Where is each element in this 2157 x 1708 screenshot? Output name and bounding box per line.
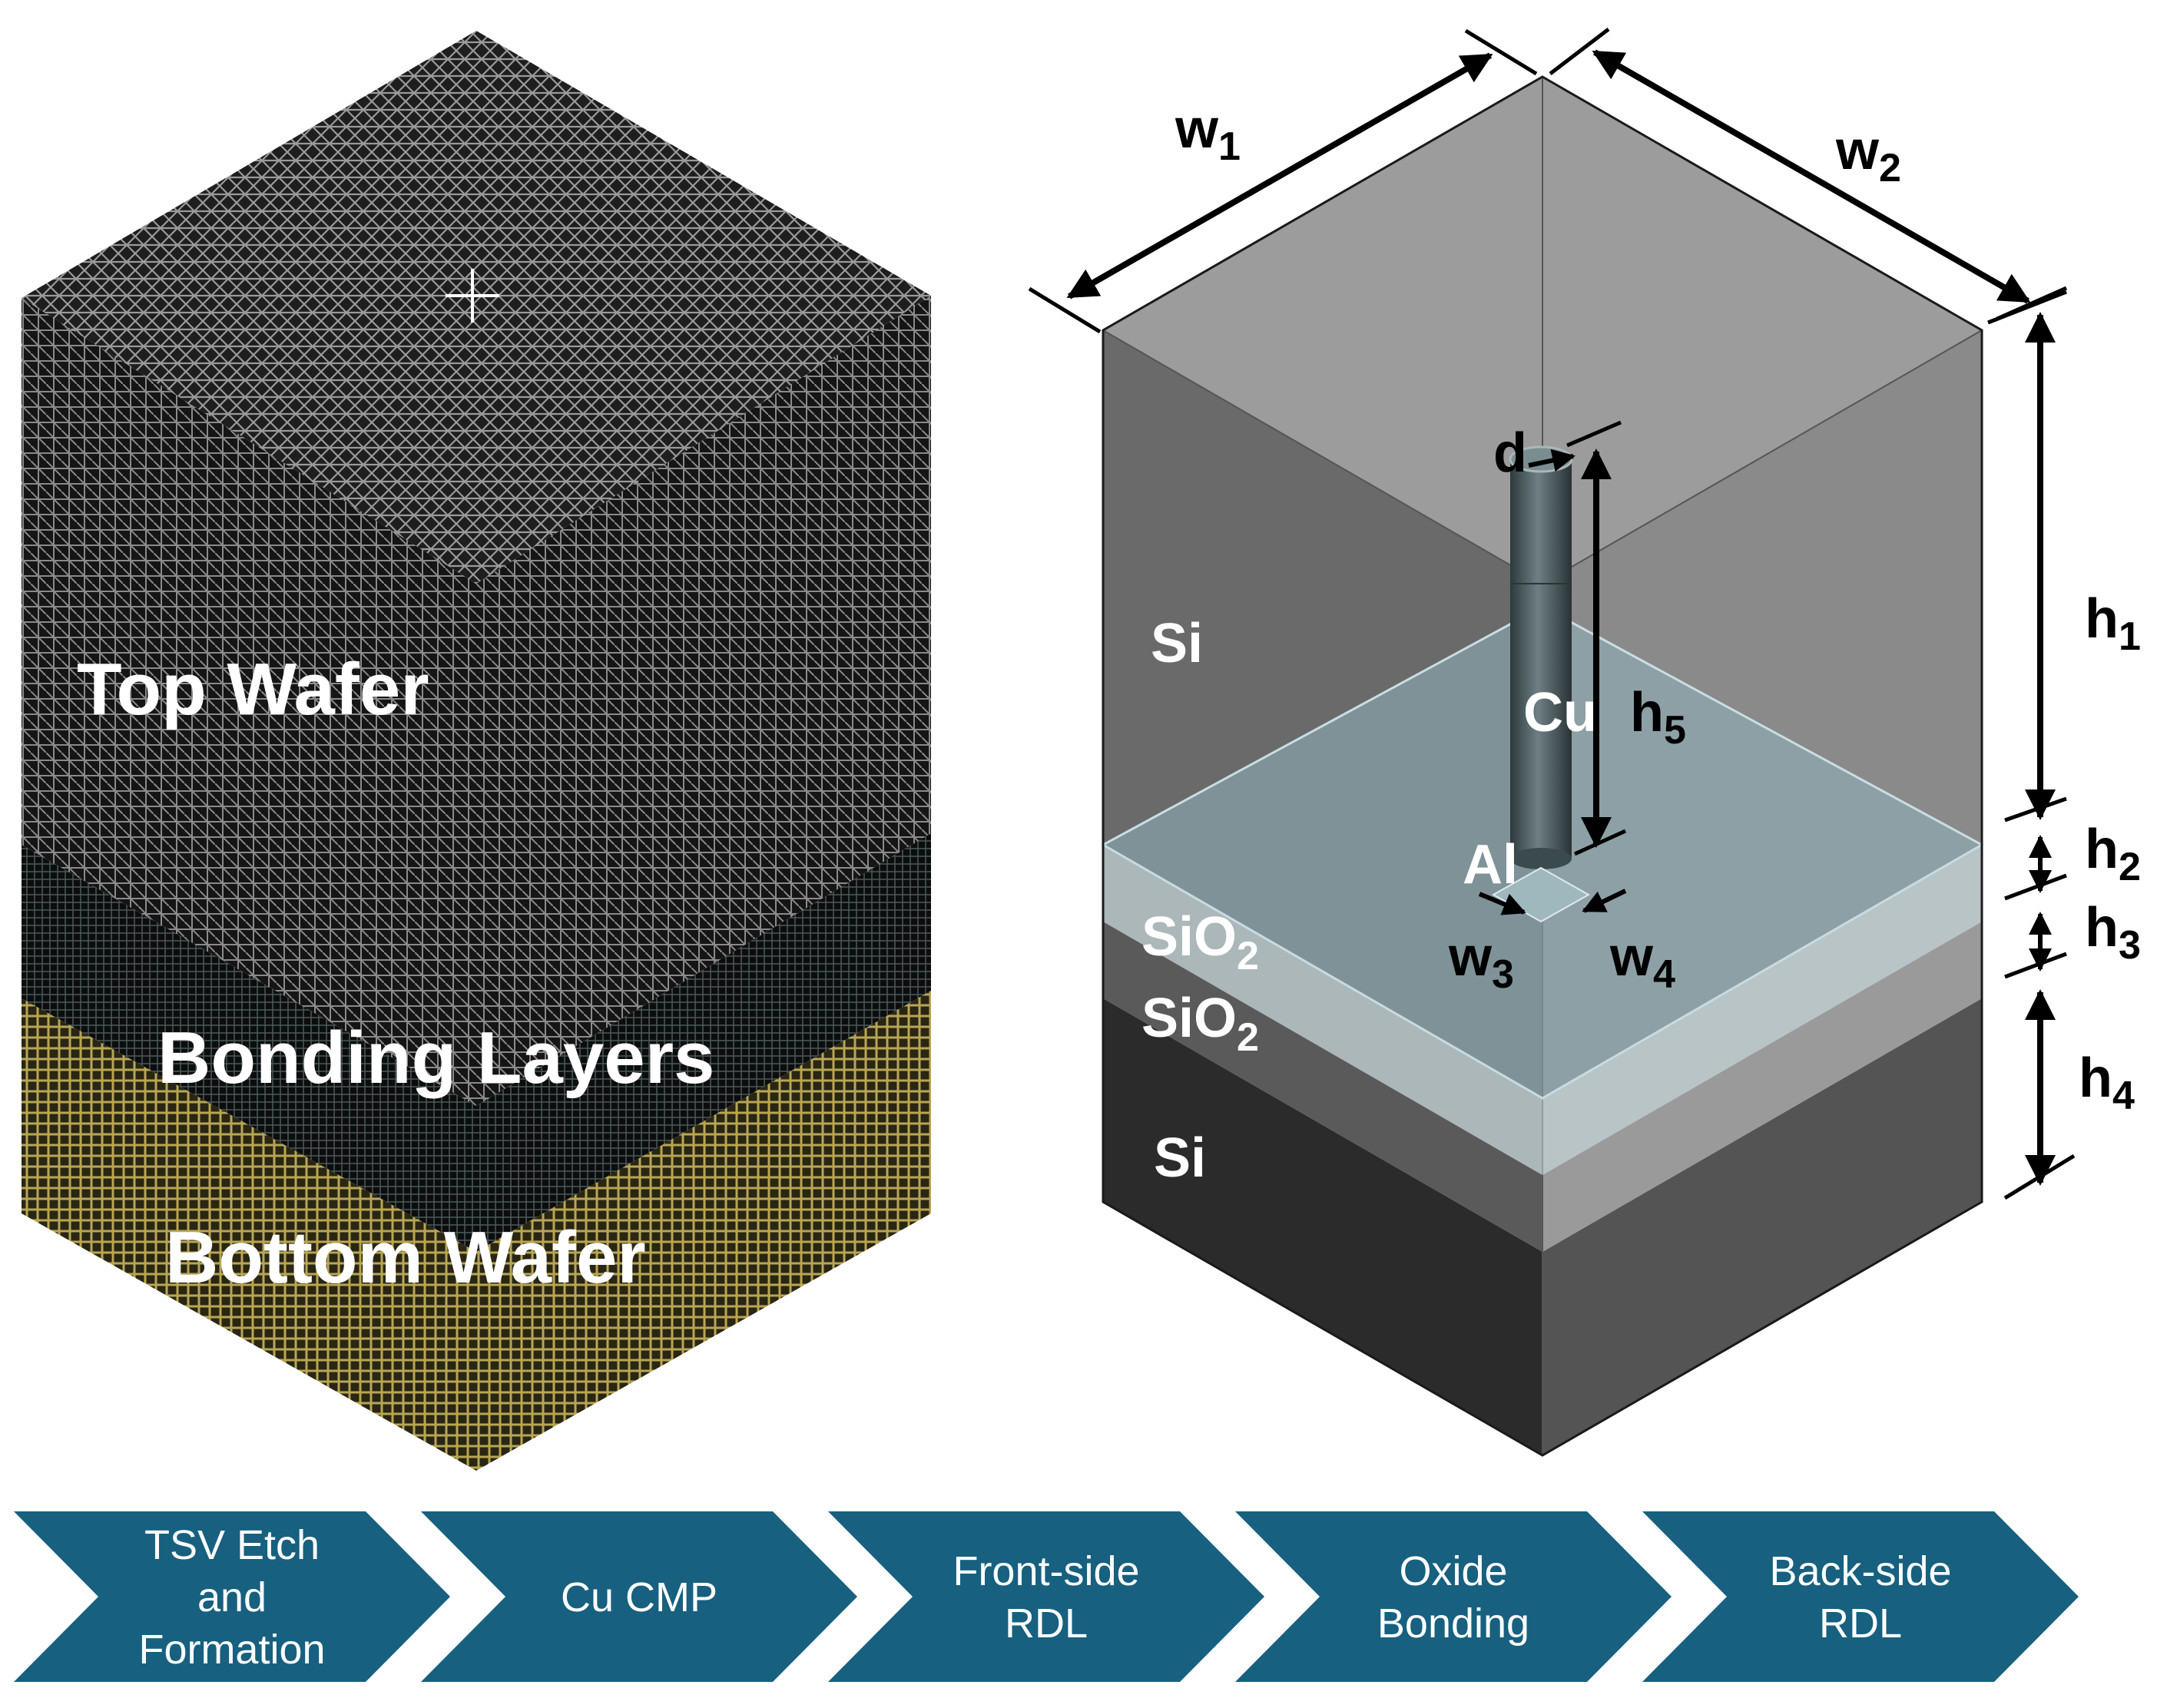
al-label: Al — [1463, 834, 1518, 895]
process-step-4 — [1235, 1511, 1672, 1682]
mesh-bottom-right-face — [476, 991, 931, 1471]
mesh-bond-left-face — [22, 845, 476, 1252]
oxide-plane-lower — [1103, 845, 1982, 1175]
bonding-layers-label: Bonding Layers — [157, 1017, 714, 1099]
bottom-wafer-label: Bottom Wafer — [165, 1216, 646, 1299]
block-outline — [1102, 75, 1983, 1457]
si-bottom-label: Si — [1154, 1127, 1206, 1189]
w1-label: w1 — [1175, 98, 1241, 169]
h4-label: h4 — [2079, 1048, 2135, 1118]
process-step-5-label: Back-side — [1769, 1548, 1951, 1594]
d-label: d — [1493, 422, 1527, 484]
w3-label: w3 — [1448, 926, 1514, 997]
si-bottom-right-face — [1542, 998, 1982, 1455]
w2-label: w2 — [1835, 120, 1901, 190]
cu-via — [1509, 445, 1573, 869]
sio2-lower-label: SiO2 — [1141, 988, 1259, 1060]
mesh-model: Top Wafer Bonding Layers Bottom Wafer — [22, 31, 931, 1471]
geometry-model: Si Cu Al SiO2 SiO2 Si — [1028, 28, 2141, 1457]
process-step-3-label: RDL — [1005, 1600, 1088, 1647]
process-step-3-label: Front-side — [953, 1548, 1139, 1594]
process-step-1-label: TSV Etch — [144, 1522, 320, 1568]
mesh-top-face — [22, 31, 931, 584]
h5-label: h5 — [1630, 682, 1686, 753]
mesh-top-left-face — [22, 298, 476, 1106]
process-step-4-label: Bonding — [1377, 1600, 1529, 1647]
process-step-1 — [14, 1511, 450, 1682]
h3-label: h3 — [2085, 897, 2141, 968]
w4-label: w4 — [1609, 926, 1675, 997]
process-step-3 — [828, 1511, 1264, 1682]
si-bottom-left-face — [1103, 998, 1542, 1455]
process-step-2 — [421, 1511, 857, 1682]
mesh-bottom-left-face — [22, 998, 476, 1471]
top-wafer-label: Top Wafer — [77, 648, 429, 730]
h1-label: h1 — [2085, 588, 2141, 659]
process-step-2-label: Cu CMP — [561, 1574, 717, 1620]
process-step-5 — [1642, 1511, 2079, 1682]
sio2-lower-left-face — [1103, 922, 1542, 1252]
cu-label: Cu — [1523, 682, 1597, 743]
si-top-label: Si — [1151, 613, 1203, 674]
process-step-1-label: Formation — [138, 1627, 325, 1673]
dimension-lines — [1028, 28, 2076, 1200]
process-step-4-label: Oxide — [1399, 1548, 1507, 1594]
crosshair-icon — [446, 269, 499, 323]
process-step-1-label: and — [197, 1574, 267, 1620]
h2-label: h2 — [2085, 819, 2141, 889]
mesh-top-right-face — [476, 296, 931, 1106]
sio2-upper-label: SiO2 — [1141, 906, 1259, 978]
process-step-5-label: RDL — [1819, 1600, 1902, 1647]
mesh-bond-right-face — [476, 833, 931, 1252]
sio2-lower-right-face — [1542, 922, 1982, 1252]
